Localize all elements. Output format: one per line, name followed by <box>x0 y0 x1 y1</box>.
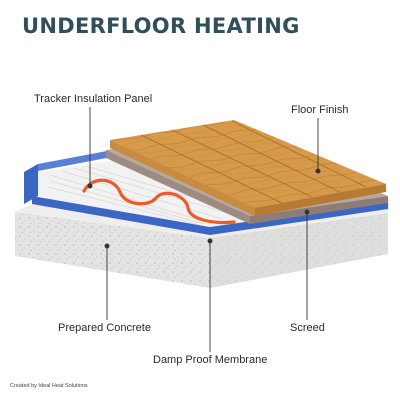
leader-floor-finish <box>315 118 321 174</box>
leader-screed <box>304 209 310 320</box>
tracker-insulation-panel-layer <box>38 160 250 227</box>
credit-text: Created by Ideal Heat Solutions <box>10 383 88 389</box>
damp-proof-membrane-label: Damp Proof Membrane <box>153 354 268 366</box>
leader-tracker-insulation-panel <box>87 107 93 189</box>
heating-pipe <box>82 178 236 225</box>
screed-label: Screed <box>290 322 325 334</box>
damp-proof-membrane-layer <box>24 150 388 235</box>
prepared-concrete-label: Prepared Concrete <box>58 322 151 334</box>
leader-prepared-concrete <box>104 243 110 320</box>
floor-finish-layer <box>110 120 386 216</box>
tracker-insulation-panel-label: Tracker Insulation Panel <box>34 93 153 105</box>
leader-damp-proof-membrane <box>207 238 213 352</box>
page-title: UNDERFLOOR HEATING <box>22 14 300 38</box>
floor-finish-label: Floor Finish <box>291 104 349 116</box>
